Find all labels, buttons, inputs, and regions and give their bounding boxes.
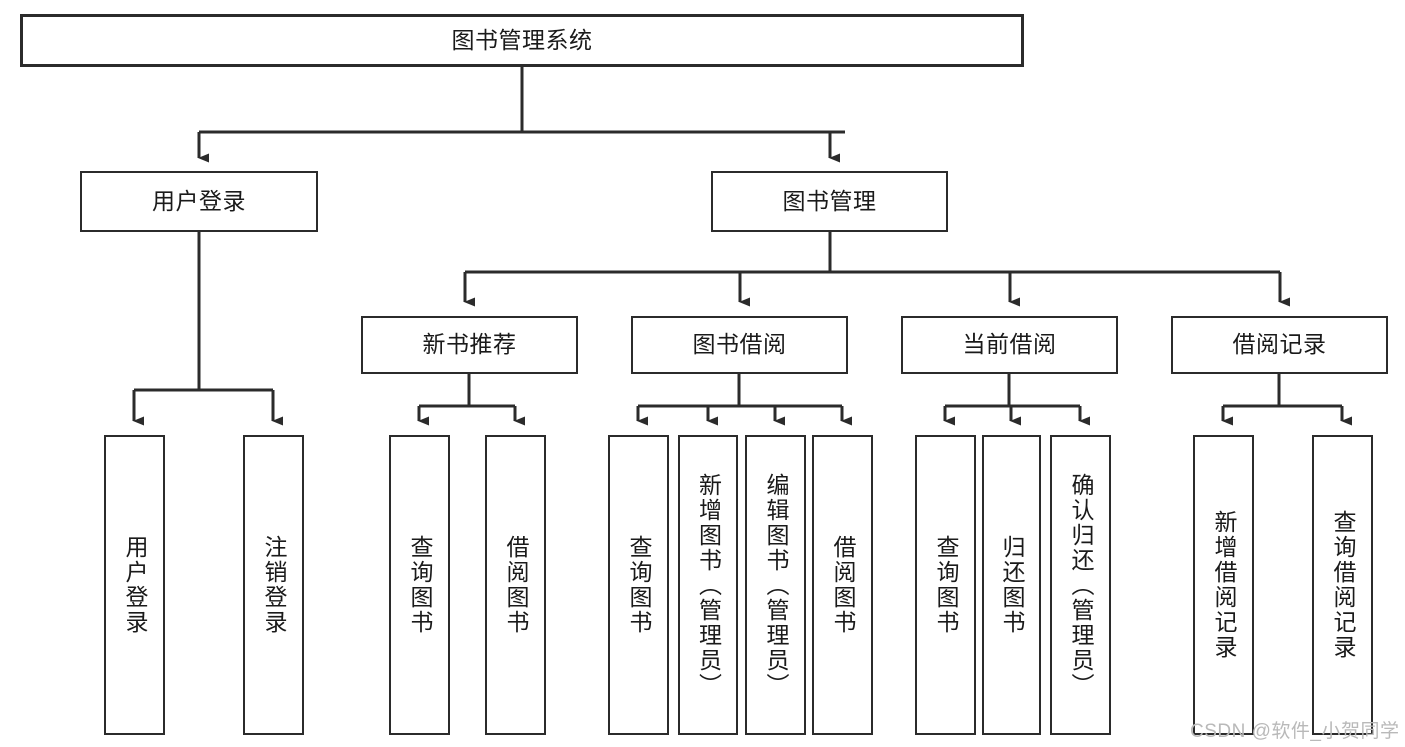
leaf-user-login[interactable]: 用户登录: [104, 435, 165, 735]
login-to-leaves-connectors: [132, 232, 283, 426]
node-borrow-records[interactable]: 借阅记录: [1171, 316, 1388, 374]
leaf-borrow-books[interactable]: 借阅图书: [812, 435, 873, 735]
leaf-query-borrow-record[interactable]: 查询借阅记录: [1312, 435, 1373, 735]
node-borrow-records-label: 借阅记录: [1232, 331, 1327, 358]
leaf-query-borrow-record-label: 查询借阅记录: [1330, 510, 1357, 660]
leaf-borrow-query-books-label: 查询图书: [626, 535, 653, 635]
node-book-management-label: 图书管理: [782, 187, 877, 214]
leaf-logout-label: 注销登录: [261, 535, 288, 635]
node-book-management[interactable]: 图书管理: [711, 171, 948, 232]
node-new-book-recommend-label: 新书推荐: [422, 331, 517, 358]
current-to-leaves-connectors: [943, 374, 1090, 426]
leaf-return-books[interactable]: 归还图书: [982, 435, 1041, 735]
node-book-borrow-label: 图书借阅: [692, 331, 787, 358]
node-current-borrow[interactable]: 当前借阅: [901, 316, 1118, 374]
leaf-logout[interactable]: 注销登录: [243, 435, 304, 735]
leaf-borrow-books-label: 借阅图书: [830, 535, 857, 635]
leaf-add-borrow-record[interactable]: 新增借阅记录: [1193, 435, 1254, 735]
leaf-add-book-admin-label: 新增图书（管理员）: [695, 472, 722, 698]
borrow-to-leaves-connectors: [636, 374, 852, 426]
leaf-newbook-query-books[interactable]: 查询图书: [389, 435, 450, 735]
leaf-edit-book-admin-label: 编辑图书（管理员）: [763, 472, 790, 698]
node-book-borrow[interactable]: 图书借阅: [631, 316, 848, 374]
node-user-login-label: 用户登录: [152, 187, 246, 214]
leaf-edit-book-admin[interactable]: 编辑图书（管理员）: [745, 435, 806, 735]
node-current-borrow-label: 当前借阅: [962, 331, 1057, 358]
books-to-level3-connectors: [463, 232, 1290, 307]
leaf-add-book-admin[interactable]: 新增图书（管理员）: [678, 435, 738, 735]
leaf-newbook-borrow-books[interactable]: 借阅图书: [485, 435, 546, 735]
leaf-current-query-books[interactable]: 查询图书: [915, 435, 976, 735]
node-root[interactable]: 图书管理系统: [20, 14, 1024, 67]
leaf-borrow-query-books[interactable]: 查询图书: [608, 435, 669, 735]
root-to-level2-connectors: [197, 67, 845, 163]
node-root-label: 图书管理系统: [451, 26, 593, 53]
leaf-add-borrow-record-label: 新增借阅记录: [1211, 510, 1238, 660]
leaf-user-login-label: 用户登录: [122, 535, 149, 635]
leaf-return-books-label: 归还图书: [999, 535, 1026, 635]
newbook-to-leaves-connectors: [417, 374, 525, 426]
leaf-current-query-books-label: 查询图书: [933, 535, 960, 635]
records-to-leaves-connectors: [1221, 374, 1352, 426]
leaf-newbook-borrow-books-label: 借阅图书: [503, 535, 530, 635]
leaf-confirm-return-admin-label: 确认归还（管理员）: [1068, 472, 1095, 698]
node-new-book-recommend[interactable]: 新书推荐: [361, 316, 578, 374]
leaf-newbook-query-books-label: 查询图书: [407, 535, 434, 635]
node-user-login[interactable]: 用户登录: [80, 171, 318, 232]
leaf-confirm-return-admin[interactable]: 确认归还（管理员）: [1050, 435, 1111, 735]
